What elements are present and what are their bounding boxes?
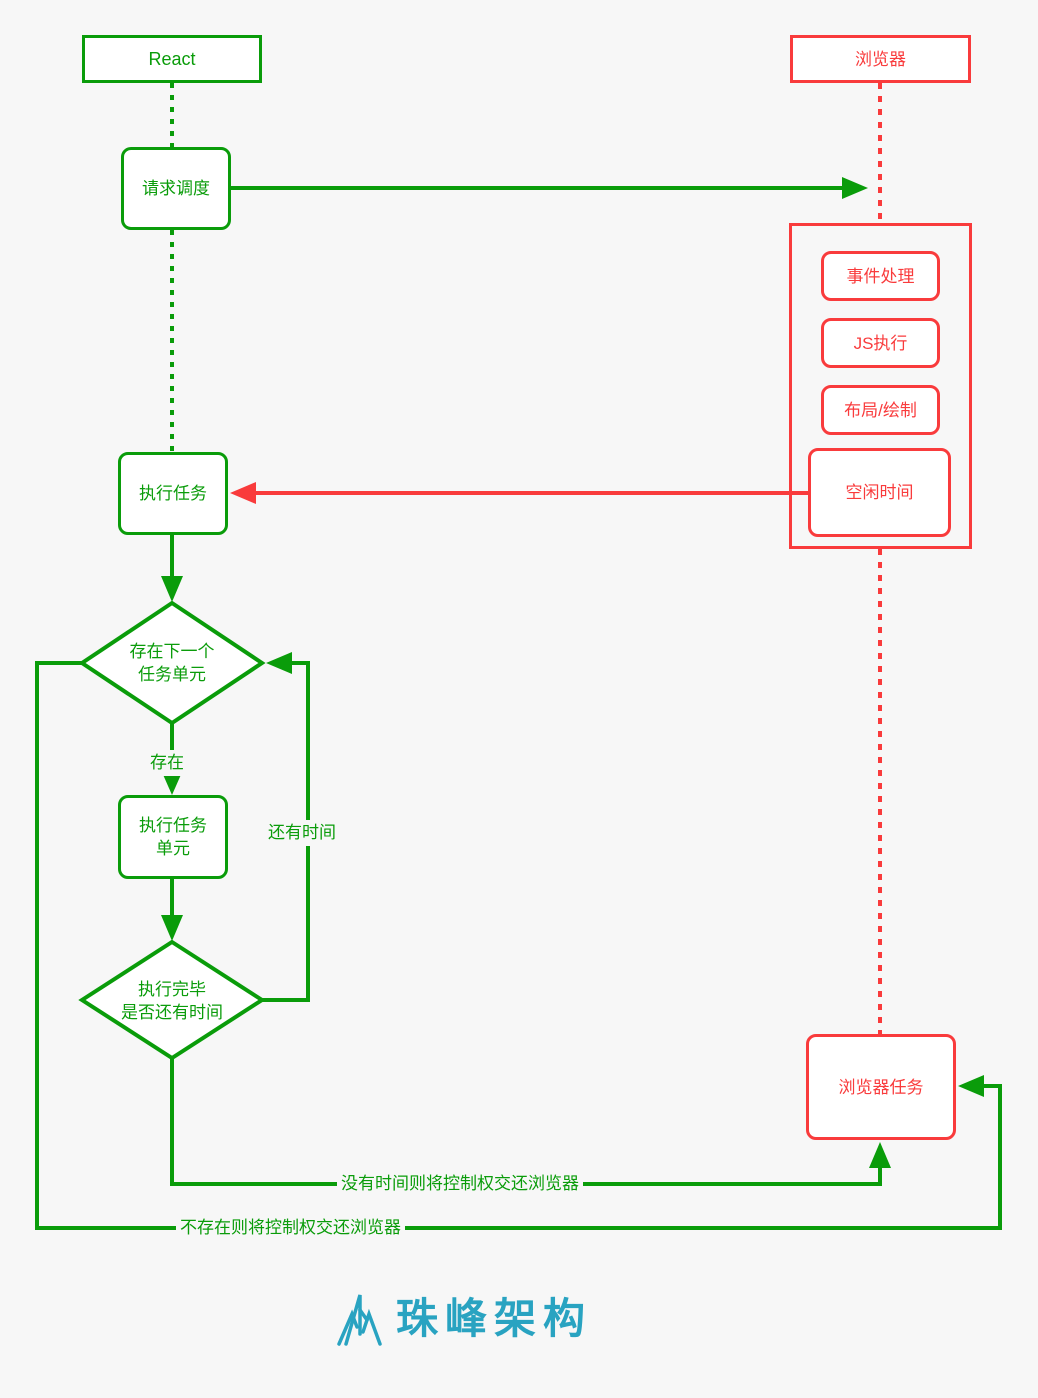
edge-notexists-path	[35, 661, 1002, 1230]
logo: 珠峰架构	[336, 1290, 592, 1348]
arrowhead-request-to-browser	[842, 177, 868, 199]
edge-label-not-exists: 不存在则将控制权交还浏览器	[176, 1215, 405, 1241]
arrowhead-hastime-loop	[266, 652, 292, 674]
decision-finished-has-time-label: 执行完毕 是否还有时间	[121, 980, 223, 1022]
edge-label-no-time: 没有时间则将控制权交还浏览器	[337, 1171, 583, 1197]
arrowhead-notexists-path	[958, 1075, 984, 1097]
browser-phases-container	[789, 223, 972, 549]
node-event-handling: 事件处理	[821, 251, 940, 301]
node-execute-task-unit: 执行任务 单元	[118, 795, 228, 879]
node-request-schedule: 请求调度	[121, 147, 231, 230]
arrowhead-decision1-to-unit	[161, 770, 183, 795]
node-layout-paint: 布局/绘制	[821, 385, 940, 435]
logo-text: 珠峰架构	[396, 1295, 593, 1342]
arrowhead-notime-path	[869, 1142, 891, 1168]
node-idle-time: 空闲时间	[808, 448, 951, 537]
arrowhead-execute-to-decision1	[161, 576, 183, 602]
decision-has-next-unit-label: 存在下一个 任务单元	[129, 642, 215, 684]
node-browser-task: 浏览器任务	[806, 1034, 956, 1140]
edge-label-exists: 存在	[146, 750, 188, 776]
arrowhead-unit-to-decision2	[161, 915, 183, 941]
arrowhead-idle-to-execute	[230, 482, 256, 504]
mountain-logo-icon	[337, 1294, 382, 1346]
node-execute-task: 执行任务	[118, 452, 228, 535]
edge-notime-path	[170, 1058, 882, 1186]
node-js-execution: JS执行	[821, 318, 940, 368]
node-react: React	[82, 35, 262, 83]
node-browser: 浏览器	[790, 35, 971, 83]
edge-label-has-time: 还有时间	[264, 820, 340, 846]
